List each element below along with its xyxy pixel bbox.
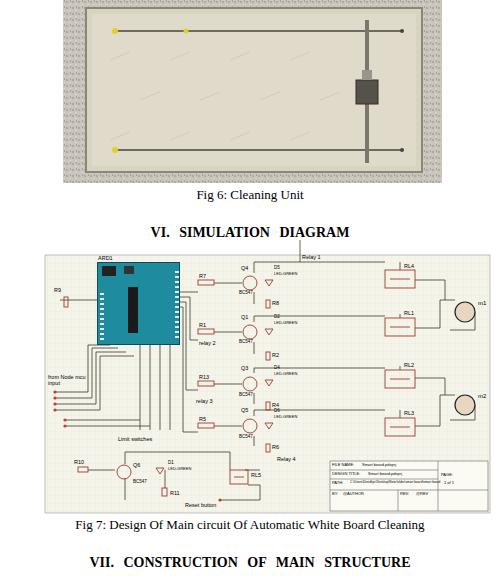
section-heading: VII. CONSTRUCTION OF MAIN STRUCTURE: [89, 555, 410, 570]
section-heading: VI. SIMULATION DIAGRAM: [151, 225, 350, 240]
input-label: from Node mcu input: [48, 374, 90, 386]
part-label: m2: [478, 393, 486, 400]
part-label: LED-GREEN: [274, 321, 297, 325]
part-label: R5: [199, 416, 206, 422]
part-label: LED-GREEN: [274, 415, 297, 419]
part-label: R10: [74, 459, 84, 465]
part-label: relay 3: [196, 398, 213, 404]
part-label: LED-GREEN: [168, 467, 191, 471]
part-label: BC547: [239, 340, 253, 345]
part-label: RL1: [404, 310, 414, 316]
part-label: BC547: [239, 435, 253, 440]
part-label: BY:: [332, 492, 338, 496]
part-label: Q6: [133, 462, 140, 468]
part-label: D5: [274, 266, 280, 271]
part-label: Reset button: [185, 502, 216, 508]
figure-caption: Fig 7: Design Of Main circuit Of Automat…: [75, 518, 424, 532]
part-label: D4: [274, 366, 280, 371]
part-label: Limit switches: [118, 436, 152, 442]
part-label: BC547: [239, 291, 253, 296]
part-label: REV:: [400, 492, 409, 496]
motor-symbol: [455, 302, 475, 415]
part-label: @AUTHOR: [343, 492, 364, 496]
part-label: Q4: [241, 265, 248, 271]
part-label: LED-GREEN: [274, 372, 297, 376]
part-label: D1: [168, 461, 174, 466]
part-label: Relay 4: [277, 456, 296, 462]
part-label: R2: [272, 352, 279, 358]
part-label: BC547: [239, 393, 253, 398]
part-label: Smart board.pdsprj: [368, 472, 402, 476]
part-label: BC547: [133, 480, 147, 485]
part-label: Q5: [241, 407, 248, 413]
part-label: R7: [199, 273, 206, 279]
part-label: Q3: [241, 365, 248, 371]
part-label: D2: [274, 315, 280, 320]
part-label: Q1: [241, 314, 248, 320]
part-label: m1: [478, 300, 486, 307]
part-label: R11: [170, 490, 180, 496]
title-block: [330, 461, 488, 511]
board-detail: [98, 263, 181, 346]
part-label: LED-GREEN: [274, 272, 297, 276]
arduino-board: ARD1: [97, 262, 180, 345]
part-label: FILE NAME:: [332, 463, 354, 467]
part-label: R9: [54, 287, 61, 293]
part-label: RL3: [404, 410, 414, 416]
schematic-drawing: [45, 240, 490, 513]
part-label: PAGE:: [441, 473, 453, 477]
part-label: C:\Users\Deedi\pc\Desktop\New folder\sma…: [350, 481, 440, 485]
part-label: RL4: [404, 263, 414, 269]
figure-caption: Fig 6: Cleaning Unit: [196, 188, 303, 202]
part-label: DESIGN TITLE:: [332, 472, 360, 476]
part-label: RL2: [404, 362, 414, 368]
part-label: RL5: [251, 472, 261, 478]
part-label: R6: [272, 444, 279, 450]
part-label: R13: [199, 374, 209, 380]
part-label: R8: [272, 300, 279, 306]
part-label: D6: [274, 409, 280, 414]
part-label: R1: [199, 322, 206, 328]
cleaning-unit-photo: [63, 0, 442, 183]
part-label: PATH:: [332, 481, 343, 485]
part-label: Smart board.pdsprj: [362, 463, 396, 467]
component-ref: ARD1: [98, 255, 113, 261]
part-label: R4: [272, 402, 279, 408]
part-label: relay 2: [199, 340, 216, 346]
part-label: Relay 1: [302, 254, 321, 260]
part-label: 1 of 1: [444, 481, 454, 485]
part-label: @REV: [416, 492, 428, 496]
